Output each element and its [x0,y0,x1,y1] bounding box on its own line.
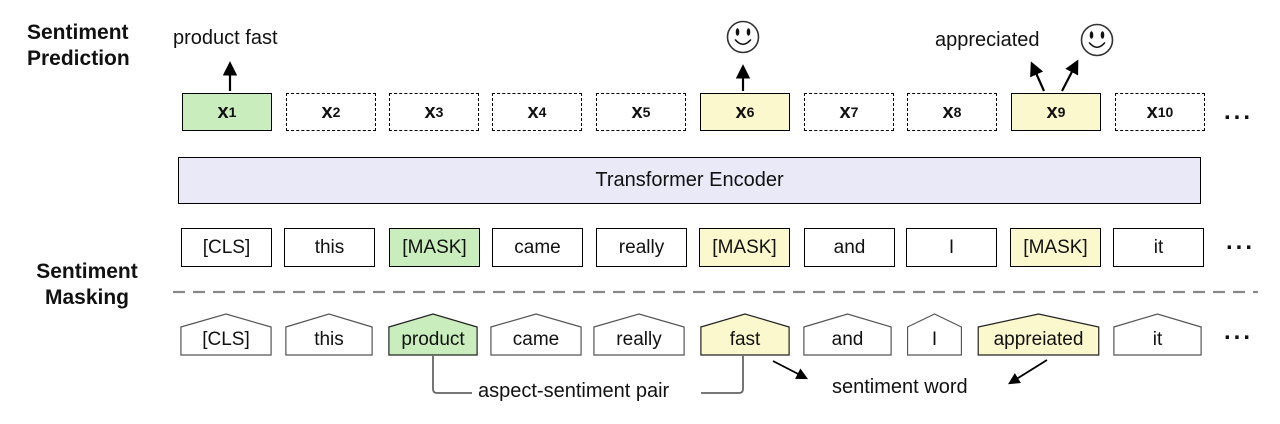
prediction-arrow-x9-right [1061,59,1079,92]
pentagon-shape [907,313,962,356]
ellipsis-input-row: ... [1224,318,1254,345]
input-token-9: appreiated [977,313,1100,356]
transformer-encoder-box: Transformer Encoder [178,157,1201,204]
masked-token-2: this [284,228,375,267]
masked-token-10: it [1113,228,1204,267]
pentagon-shape [803,313,892,356]
input-token-2: this [285,313,373,356]
input-token-label: [CLS] [202,328,250,350]
pentagon-shape [700,313,790,356]
sentiment-word-label: sentiment word [832,376,968,398]
pentagon-shape [593,313,685,356]
sentiment-prediction-label-line2: Prediction [27,47,130,70]
predicted-aspect-words: product fast [173,27,278,49]
ellipsis-masked-row: ... [1226,228,1256,255]
input-token-label: appreiated [993,328,1084,350]
x-base: x [1046,100,1058,123]
masked-token-1: [CLS] [181,228,272,267]
x-base: x [942,100,954,123]
x-base: x [735,100,747,123]
smiley-icon [1080,23,1114,57]
input-token-label: really [616,328,662,350]
input-token-label: and [831,328,864,350]
pentagon-shape [977,313,1100,356]
sentiment-masking-label: Sentiment Masking [28,259,146,311]
input-token-10: it [1113,313,1202,356]
pentagon-shape [1113,313,1202,356]
sentiment-masking-label-line2: Masking [44,286,130,309]
x-base: x [217,100,229,123]
x-base: x [321,100,333,123]
input-token-label: I [931,328,938,350]
transformer-encoder-label: Transformer Encoder [595,169,784,191]
pentagon-shape [490,313,582,356]
sentiment-prediction-label-line1: Sentiment [27,21,129,44]
input-token-5: really [593,313,685,356]
x-base: x [631,100,643,123]
pair-connector-line-product [432,356,472,394]
sentiment-word-arrow-from-appreiated [1008,359,1048,385]
input-token-4: came [490,313,582,356]
x-base: x [424,100,436,123]
x-base: x [1146,100,1158,123]
input-token-7: and [803,313,892,356]
input-token-label: product [401,328,465,350]
prediction-arrow-x9-left [1030,61,1046,92]
masked-token-8: I [906,228,997,267]
pentagon-shape [388,313,478,356]
sentiment-word-arrow-from-fast [772,360,809,380]
input-token-1: [CLS] [180,313,272,356]
masked-token-5: really [596,228,687,267]
pentagon-shape [180,313,272,356]
pair-connector-line-fast [701,356,744,394]
predicted-sentiment-word: appreciated [935,29,1040,51]
pentagon-shape [285,313,373,356]
masked-token-4: came [492,228,583,267]
input-token-6: fast [700,313,790,356]
sentiment-prediction-label: Sentiment Prediction [27,20,130,72]
aspect-sentiment-pair-label: aspect-sentiment pair [478,380,670,402]
input-token-label: this [314,328,344,350]
input-token-8: I [907,313,962,356]
x-base: x [527,100,539,123]
ellipsis-output-row: ... [1224,98,1254,125]
input-token-label: came [512,328,560,350]
masked-token-6: [MASK] [699,228,790,267]
sentiment-masking-label-line1: Sentiment [36,260,138,283]
input-token-label: fast [729,328,761,350]
x-base: x [839,100,851,123]
input-token-3: product [388,313,478,356]
smiley-icon [726,20,760,54]
input-token-label: it [1152,328,1163,350]
masked-token-9: [MASK] [1010,228,1101,267]
masked-token-3: [MASK] [389,228,480,267]
masked-token-7: and [804,228,895,267]
